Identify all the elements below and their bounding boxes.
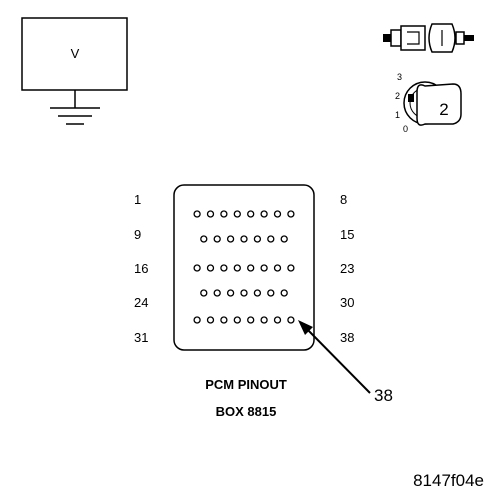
connector-pin	[233, 210, 241, 218]
connector-pin	[253, 289, 262, 297]
ignition-pos-0: 0	[403, 124, 408, 134]
ignition-pos-3: 3	[397, 72, 402, 82]
connector-pin	[287, 210, 295, 218]
row-1-left-label: 1	[134, 192, 141, 207]
connector-pin	[273, 316, 282, 324]
connector-pin	[220, 210, 228, 218]
connector-pin	[193, 264, 201, 272]
voltmeter-label: V	[71, 46, 80, 61]
connector-pin	[267, 289, 275, 297]
connector-pin	[273, 264, 282, 272]
connector-pin	[260, 210, 268, 218]
connector-pin	[240, 289, 248, 297]
connector-pin	[247, 316, 255, 324]
connector-pin	[247, 210, 255, 218]
connector-pin	[200, 289, 208, 297]
ignition-pos-1: 1	[395, 110, 400, 120]
connector-pin	[193, 210, 201, 218]
row-4-right-label: 30	[340, 295, 354, 310]
connector-pin	[206, 264, 215, 272]
connector-pin	[200, 235, 208, 243]
connector-pin	[253, 235, 262, 243]
connector-pin	[233, 316, 241, 324]
connector-pin	[206, 210, 215, 218]
connector-pin	[206, 316, 215, 324]
connector-pin	[233, 264, 241, 272]
connector-pin	[287, 264, 295, 272]
caption-line-1: PCM PINOUT	[205, 377, 287, 392]
row-3-left-label: 16	[134, 261, 148, 276]
row-2-left-label: 9	[134, 227, 141, 242]
connector-plug-icon	[383, 23, 474, 53]
connector-pin	[267, 235, 275, 243]
connector-pin	[260, 264, 268, 272]
row-1-right-label: 8	[340, 192, 347, 207]
ignition-pos-2: 2	[395, 91, 400, 101]
connector-pin	[226, 235, 235, 243]
ignition-key-label: 2	[439, 100, 448, 119]
pcm-connector-body	[173, 184, 315, 351]
row-5-right-label: 38	[340, 330, 354, 345]
connector-pin	[260, 316, 268, 324]
row-5-left-label: 31	[134, 330, 148, 345]
connector-pin	[193, 316, 201, 324]
row-3-right-label: 23	[340, 261, 354, 276]
connector-pin	[220, 264, 228, 272]
callout-arrow	[298, 320, 371, 394]
callout-label: 38	[374, 386, 393, 405]
connector-pin	[240, 235, 248, 243]
connector-pin	[273, 210, 282, 218]
connector-pin	[280, 289, 288, 297]
connector-pin	[226, 289, 235, 297]
caption-line-2: BOX 8815	[216, 404, 277, 419]
ignition-key-icon	[403, 81, 462, 126]
connector-pin	[213, 289, 221, 297]
voltmeter	[21, 17, 128, 125]
connector-pin	[287, 316, 295, 324]
row-4-left-label: 24	[134, 295, 148, 310]
pin-layer	[193, 210, 295, 324]
connector-pin	[213, 235, 221, 243]
row-2-right-label: 15	[340, 227, 354, 242]
figure-id: 8147f04e	[413, 471, 484, 490]
connector-pin	[247, 264, 255, 272]
connector-pin	[280, 235, 288, 243]
connector-pin	[220, 316, 228, 324]
